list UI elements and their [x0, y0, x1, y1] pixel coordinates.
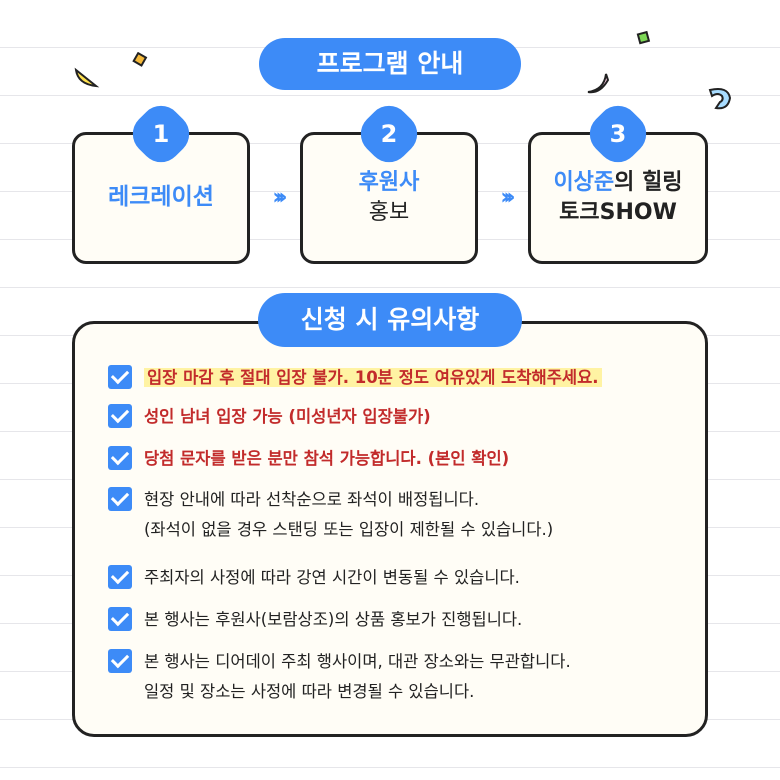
- step-label-rest: 의 힐링: [614, 170, 683, 196]
- checkbox-checked-icon: [108, 365, 132, 389]
- checkbox-checked-icon: [108, 649, 132, 673]
- step-number-badge: 2: [367, 112, 411, 156]
- list-item: 입장 마감 후 절대 입장 불가. 10분 정도 여유있게 도착해주세요.: [108, 363, 602, 393]
- chevron-right-icon: ›››: [500, 185, 515, 210]
- list-item: 현장 안내에 따라 선착순으로 좌석이 배정됩니다. (좌석이 없을 경우 스탠…: [108, 485, 553, 545]
- notice-text: 입장 마감 후 절대 입장 불가. 10분 정도 여유있게 도착해주세요.: [144, 368, 602, 387]
- step-sublabel: 토크SHOW: [559, 200, 677, 225]
- confetti-decoration: [636, 30, 651, 45]
- step-label: 이상준의 힐링: [553, 168, 682, 198]
- list-item: 성인 남녀 입장 가능 (미성년자 입장불가): [108, 402, 431, 432]
- list-item: 본 행사는 디어데이 주최 행사이며, 대관 장소와는 무관합니다. 일정 및 …: [108, 647, 571, 707]
- step-number-badge: 1: [139, 112, 183, 156]
- checkbox-checked-icon: [108, 487, 132, 511]
- list-item: 주최자의 사정에 따라 강연 시간이 변동될 수 있습니다.: [108, 563, 520, 593]
- checkbox-checked-icon: [108, 607, 132, 631]
- notice-text: 현장 안내에 따라 선착순으로 좌석이 배정됩니다.: [144, 490, 480, 509]
- notice-text: 일정 및 장소는 사정에 따라 변경될 수 있습니다.: [144, 682, 475, 701]
- notice-text: 본 행사는 디어데이 주최 행사이며, 대관 장소와는 무관합니다.: [144, 652, 571, 671]
- notice-text: 성인 남녀 입장 가능 (미성년자 입장불가): [144, 407, 431, 426]
- notice-title: 신청 시 유의사항: [258, 293, 522, 347]
- notice-text: (좌석이 없을 경우 스탠딩 또는 입장이 제한될 수 있습니다.): [144, 520, 554, 539]
- confetti-decoration: [587, 73, 610, 94]
- step-label: 레크레이션: [108, 184, 214, 211]
- confetti-decoration: [74, 67, 100, 88]
- confetti-decoration: [132, 52, 148, 67]
- notice-text: 당첨 문자를 받은 분만 참석 가능합니다. (본인 확인): [144, 449, 510, 468]
- step-card-talkshow: 이상준의 힐링 토크SHOW: [528, 132, 708, 264]
- list-item: 당첨 문자를 받은 분만 참석 가능합니다. (본인 확인): [108, 444, 509, 474]
- checkbox-checked-icon: [108, 404, 132, 428]
- list-item: 본 행사는 후원사(보람상조)의 상품 홍보가 진행됩니다.: [108, 605, 522, 635]
- step-number-badge: 3: [596, 112, 640, 156]
- confetti-decoration: [708, 88, 732, 110]
- step-sublabel: 홍보: [368, 200, 410, 225]
- notice-text: 본 행사는 후원사(보람상조)의 상품 홍보가 진행됩니다.: [144, 610, 523, 629]
- checkbox-checked-icon: [108, 565, 132, 589]
- chevron-right-icon: ›››: [272, 185, 287, 210]
- speaker-name: 이상준: [553, 170, 615, 196]
- checkbox-checked-icon: [108, 446, 132, 470]
- step-label: 후원사: [358, 170, 420, 196]
- program-title: 프로그램 안내: [259, 38, 521, 90]
- notice-text: 주최자의 사정에 따라 강연 시간이 변동될 수 있습니다.: [144, 568, 520, 587]
- notice-box: [72, 321, 708, 737]
